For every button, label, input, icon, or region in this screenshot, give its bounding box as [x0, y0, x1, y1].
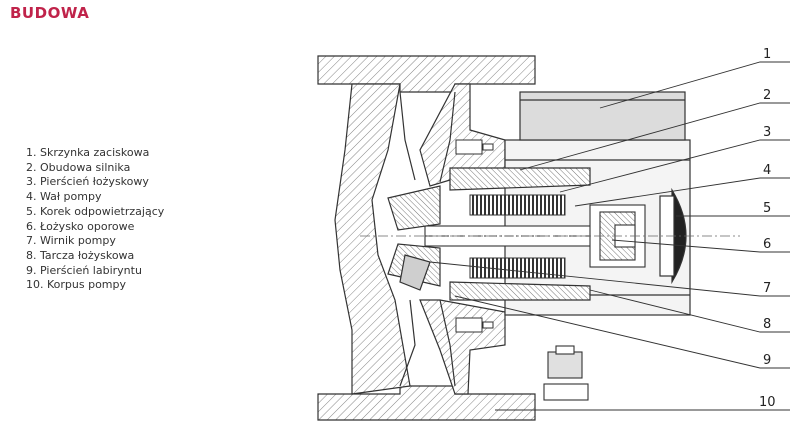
- callout-8: 8: [763, 317, 771, 332]
- legend-item-4: 4. Wał pompy: [26, 190, 102, 204]
- legend-item-10: 10. Korpus pompy: [26, 278, 127, 292]
- legend-item-7: 7. Wirnik pompy: [26, 234, 116, 248]
- callout-7: 7: [763, 281, 771, 296]
- callout-numbers: 1 2 3 4 5 6 7 8 9 10: [759, 47, 776, 410]
- callout-3: 3: [763, 125, 771, 140]
- callout-4: 4: [763, 163, 771, 178]
- leader-lines: [429, 61, 790, 411]
- callout-5: 5: [763, 201, 771, 216]
- stator-windings: [469, 194, 566, 279]
- legend-item-6: 6. Łożysko oporowe: [26, 219, 135, 233]
- bottom-connector: [543, 345, 589, 401]
- legend-item-8: 8. Tarcza łożyskowa: [26, 248, 135, 262]
- terminal-box: [519, 91, 686, 141]
- callout-10: 10: [759, 395, 776, 410]
- legend-item-1: 1. Skrzynka zaciskowa: [26, 146, 150, 159]
- callout-9: 9: [763, 353, 771, 368]
- callout-6: 6: [763, 237, 771, 252]
- page-title: BUDOWA: [10, 4, 90, 22]
- callout-1: 1: [763, 47, 771, 62]
- impeller: [387, 185, 441, 291]
- legend-item-3: 3. Pierścień łożyskowy: [26, 175, 149, 189]
- legend-item-5: 5. Korek odpowietrzający: [26, 204, 165, 218]
- callout-2: 2: [763, 88, 771, 103]
- flange-bolts: [455, 139, 494, 333]
- parts-legend: 1. Skrzynka zaciskowa 2. Obudowa silnika…: [26, 146, 164, 293]
- legend-item-9: 9. Pierścień labiryntu: [26, 263, 142, 277]
- legend-item-2: 2. Obudowa silnika: [26, 160, 131, 174]
